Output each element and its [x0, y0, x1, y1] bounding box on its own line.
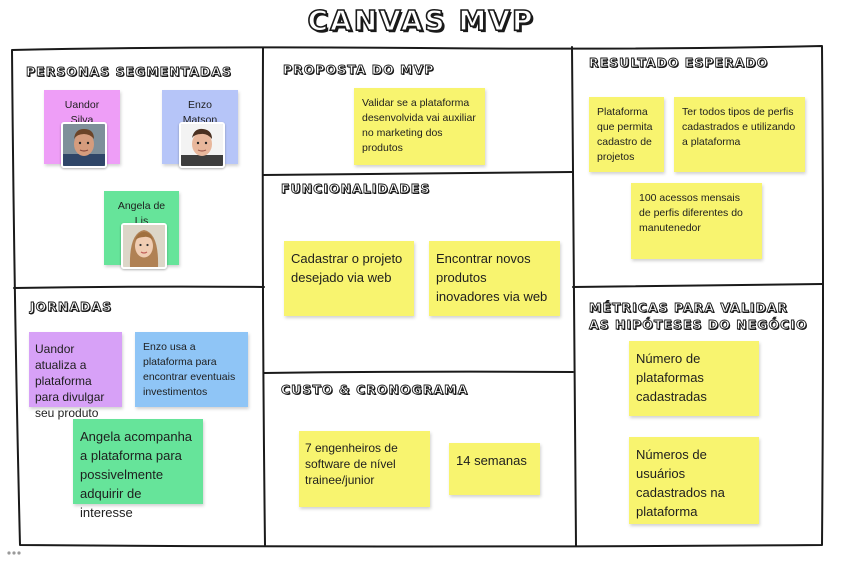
divider-funcionalidades-custo	[263, 370, 574, 374]
section-title-metricas-line1: MÉTRICAS PARA VALIDAR	[589, 300, 789, 316]
section-title-custo: CUSTO & CRONOGRAMA	[281, 382, 469, 398]
canvas-handle-icon	[7, 551, 21, 555]
note-custo-equipe[interactable]: 7 engenheiros de software de nível train…	[299, 431, 430, 507]
persona-card-uandor[interactable]: Uandor Silva	[44, 90, 120, 168]
board-border	[11, 45, 824, 548]
note-resultado-2[interactable]: Ter todos tipos de perfis cadastrados e …	[674, 97, 805, 172]
note-funcionalidade-2[interactable]: Encontrar novos produtos inovadores via …	[429, 241, 560, 316]
divider-vertical-right	[571, 46, 577, 547]
section-title-proposta: PROPOSTA DO MVP	[283, 62, 435, 78]
note-metrica-2[interactable]: Números de usuários cadastrados na plata…	[629, 437, 759, 524]
note-resultado-3[interactable]: 100 acessos mensais de perfis diferentes…	[631, 183, 762, 259]
persona-card-enzo[interactable]: Enzo Matson	[162, 90, 238, 168]
note-custo-prazo[interactable]: 14 semanas	[449, 443, 540, 495]
young-man-avatar-icon	[179, 122, 225, 168]
section-title-resultado: RESULTADO ESPERADO	[589, 55, 769, 71]
divider-personas-jornadas	[13, 285, 265, 289]
man-avatar-icon	[61, 122, 107, 168]
section-title-funcionalidades: FUNCIONALIDADES	[281, 181, 431, 197]
canvas-title: CANVAS MVP	[307, 3, 535, 38]
section-title-personas: PERSONAS SEGMENTADAS	[26, 64, 232, 80]
note-jornada-enzo[interactable]: Enzo usa a plataforma para encontrar eve…	[135, 332, 248, 407]
note-metrica-1[interactable]: Número de plataformas cadastradas	[629, 341, 759, 416]
note-jornada-angela[interactable]: Angela acompanha a plataforma para possi…	[73, 419, 203, 520]
note-proposta[interactable]: Validar se a plataforma desenvolvida vai…	[354, 88, 485, 165]
section-title-metricas-line2: AS HIPÓTESES DO NEGÓCIO	[589, 317, 808, 333]
divider-vertical-left	[261, 47, 266, 546]
divider-proposta-funcionalidades	[262, 171, 573, 176]
section-title-jornadas: JORNADAS	[30, 299, 113, 315]
persona-card-angela[interactable]: Angela de Lis	[104, 191, 179, 269]
note-funcionalidade-1[interactable]: Cadastrar o projeto desejado via web	[284, 241, 414, 316]
woman-avatar-icon	[120, 223, 167, 269]
persona-name: Angela de Lis	[117, 200, 166, 227]
divider-resultado-metricas	[572, 283, 823, 288]
note-jornada-uandor[interactable]: Uandor atualiza a plataforma para divulg…	[29, 332, 122, 420]
note-resultado-1[interactable]: Plataforma que permita cadastro de proje…	[589, 97, 664, 172]
